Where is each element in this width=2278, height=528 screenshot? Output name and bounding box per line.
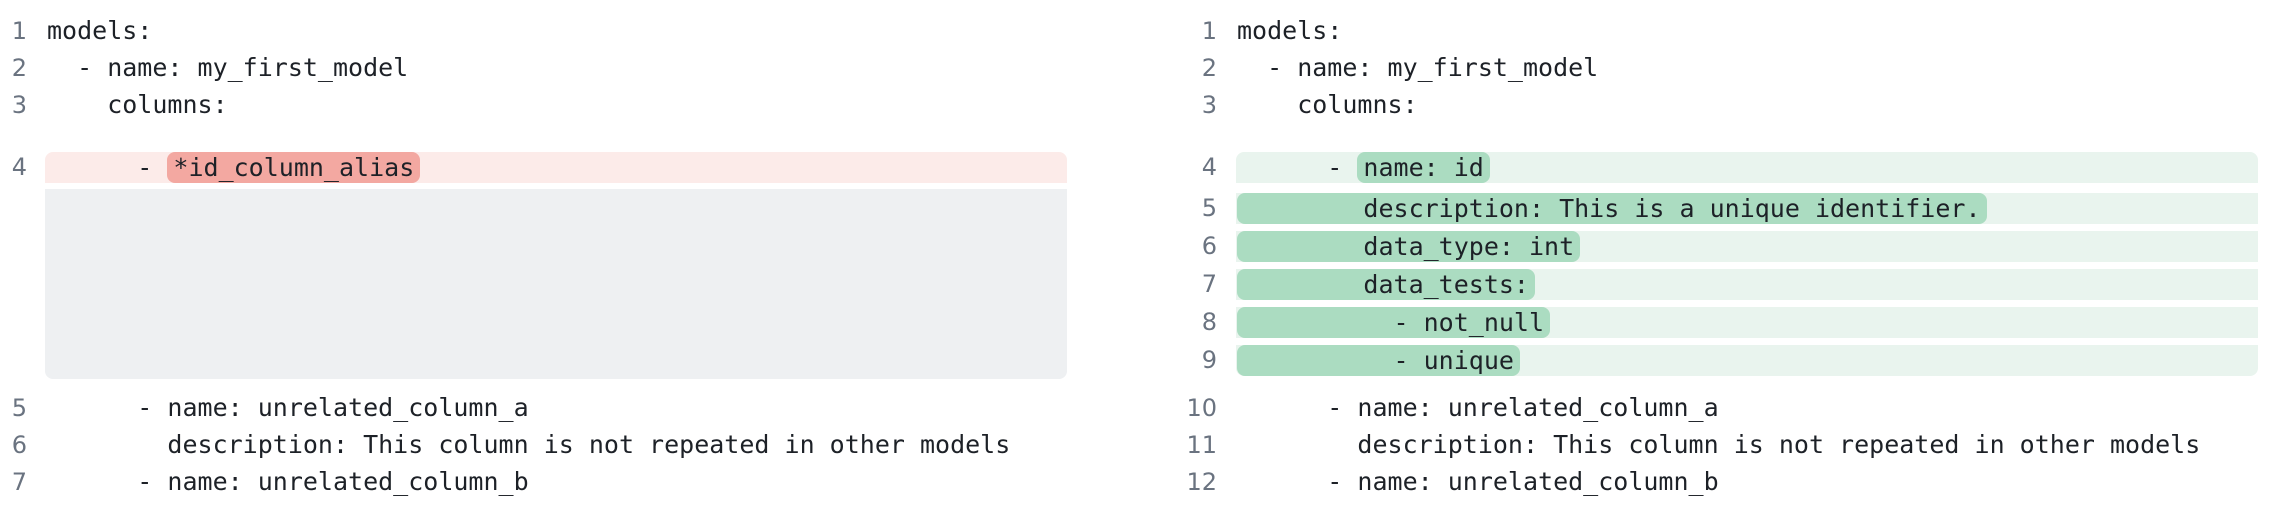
- line-number: 3: [11, 90, 27, 119]
- code-line: data_tests:: [1236, 268, 2258, 300]
- code-line: description: This column is not repeated…: [1237, 430, 2201, 459]
- code-row: 7 - name: unrelated_column_b: [0, 463, 1139, 500]
- code-line: - name: my_first_model: [47, 53, 409, 82]
- added-text-highlight: - not_null: [1237, 306, 1551, 338]
- code-row: 10 - name: unrelated_column_a: [1139, 389, 2278, 426]
- code-line: - name: id: [1236, 151, 2258, 183]
- line-number: 11: [1186, 430, 1217, 459]
- code-line: columns:: [1237, 90, 1418, 119]
- code-line: models:: [47, 16, 153, 45]
- code-row: 1 models:: [0, 12, 1139, 49]
- added-text-highlight: data_tests:: [1237, 268, 1535, 300]
- code-line: columns:: [47, 90, 228, 119]
- code-row: 2 - name: my_first_model: [1139, 49, 2278, 86]
- code-row: 3 columns:: [0, 86, 1139, 123]
- collapsed-filler-row: [0, 189, 1139, 379]
- deleted-text-highlight: *id_column_alias: [167, 151, 421, 183]
- diff-addition-block: 4 - name: id 5 description: This is a un…: [1139, 145, 2278, 379]
- added-text-highlight: - unique: [1237, 344, 1520, 376]
- code-row: 1 models:: [1139, 12, 2278, 49]
- code-row: 6 data_type: int: [1139, 227, 2278, 265]
- code-row: 5 description: This is a unique identifi…: [1139, 189, 2278, 227]
- code-row: 11 description: This column is not repea…: [1139, 426, 2278, 463]
- code-row: 2 - name: my_first_model: [0, 49, 1139, 86]
- line-number: 12: [1186, 467, 1217, 496]
- code-row: 8 - not_null: [1139, 303, 2278, 341]
- added-text-highlight: description: This is a unique identifier…: [1237, 192, 1987, 224]
- diff-pane-right: 1 models: 2 - name: my_first_model 3 col…: [1139, 0, 2278, 528]
- line-number: 7: [1201, 270, 1217, 298]
- code-line: models:: [1237, 16, 1343, 45]
- code-row: 3 columns:: [1139, 86, 2278, 123]
- code-row: 9 - unique: [1139, 341, 2278, 379]
- code-line: - not_null: [1236, 306, 2258, 338]
- code-row: 12 - name: unrelated_column_b: [1139, 463, 2278, 500]
- code-line: - name: unrelated_column_b: [47, 467, 529, 496]
- line-number: 4: [11, 153, 27, 181]
- line-number: 7: [11, 467, 27, 496]
- code-row: 4 - name: id: [1139, 145, 2278, 189]
- line-number: 2: [1201, 53, 1217, 82]
- line-number: 9: [1201, 346, 1217, 374]
- code-line: description: This is a unique identifier…: [1236, 192, 2258, 224]
- code-line: data_type: int: [1236, 230, 2258, 262]
- code-row: 7 data_tests:: [1139, 265, 2278, 303]
- added-text-highlight: name: id: [1357, 151, 1490, 183]
- line-number: 10: [1186, 393, 1217, 422]
- line-number: 8: [1201, 308, 1217, 336]
- code-row: 6 description: This column is not repeat…: [0, 426, 1139, 463]
- code-row: 4 - *id_column_alias: [0, 145, 1139, 189]
- line-number: 4: [1201, 153, 1217, 181]
- line-number: 5: [1201, 194, 1217, 222]
- line-number: 2: [11, 53, 27, 82]
- line-number: 1: [11, 16, 27, 45]
- diff-deletion-block: 4 - *id_column_alias: [0, 145, 1139, 379]
- code-line: - unique: [1236, 344, 2258, 376]
- code-line: - name: unrelated_column_a: [1237, 393, 1719, 422]
- code-line: - name: unrelated_column_a: [47, 393, 529, 422]
- line-number: 1: [1201, 16, 1217, 45]
- code-line: - *id_column_alias: [45, 151, 1067, 183]
- line-number: 6: [1201, 232, 1217, 260]
- added-text-highlight: data_type: int: [1237, 230, 1581, 262]
- line-number: 5: [11, 393, 27, 422]
- collapsed-filler-block: [45, 189, 1067, 379]
- code-line: - name: unrelated_column_b: [1237, 467, 1719, 496]
- diff-pane-left: 1 models: 2 - name: my_first_model 3 col…: [0, 12, 1139, 500]
- line-number: 6: [11, 430, 27, 459]
- line-number: 3: [1201, 90, 1217, 119]
- code-line: description: This column is not repeated…: [47, 430, 1011, 459]
- code-line: - name: my_first_model: [1237, 53, 1599, 82]
- code-row: 5 - name: unrelated_column_a: [0, 389, 1139, 426]
